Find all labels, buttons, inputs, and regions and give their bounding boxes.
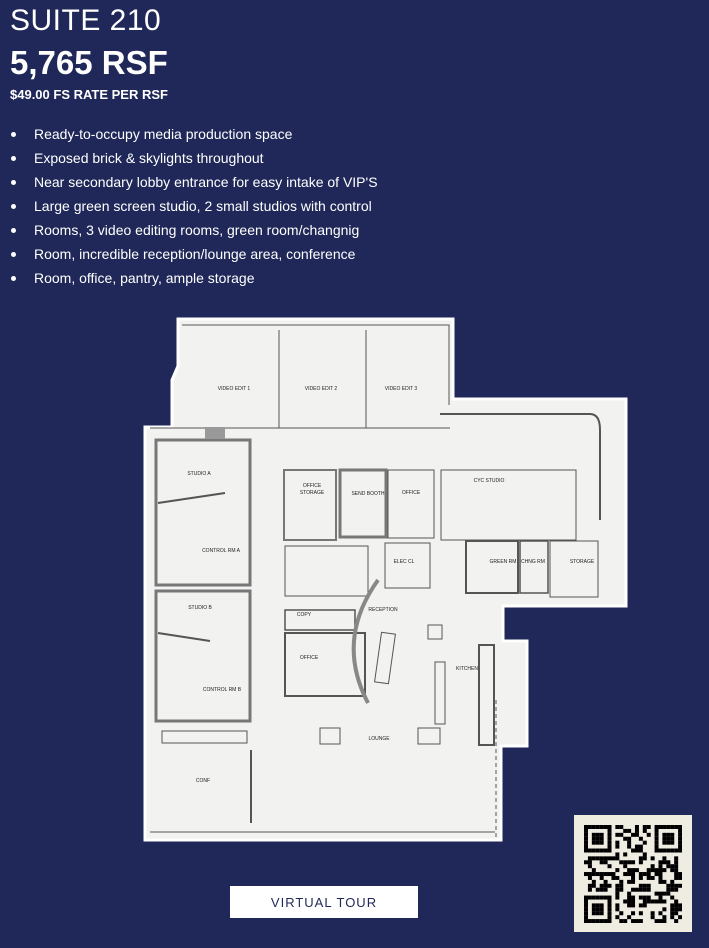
plan-walls: [150, 324, 601, 838]
feature-item: Near secondary lobby entrance for easy i…: [10, 172, 378, 196]
room-labels: VIDEO EDIT 1 VIDEO EDIT 2 VIDEO EDIT 3 S…: [187, 386, 595, 784]
feature-item: Room, office, pantry, ample storage: [10, 268, 378, 292]
room-label: STORAGE: [300, 490, 325, 496]
room-label: CHNG RM: [521, 559, 545, 565]
room-label: OFFICE: [402, 490, 421, 496]
suite-title: SUITE 210: [10, 4, 162, 37]
rate-text: $49.00 FS RATE PER RSF: [10, 87, 168, 102]
room-label: CONTROL RM A: [202, 548, 241, 554]
room-label: COPY: [297, 612, 312, 618]
room-label: STORAGE: [570, 559, 595, 565]
room-label: RECEPTION: [368, 607, 398, 613]
room-label: OFFICE: [300, 655, 319, 661]
suite-size: 5,765 RSF: [10, 44, 168, 81]
feature-list: Ready-to-occupy media production space E…: [10, 124, 378, 292]
room-label: CONF: [196, 778, 210, 784]
room-label: GREEN RM: [490, 559, 517, 565]
room-label: STUDIO B: [188, 605, 212, 611]
room-label: ELEC CL: [394, 559, 415, 565]
feature-item: Ready-to-occupy media production space: [10, 124, 378, 148]
room-label: KITCHEN: [456, 666, 478, 672]
feature-item: Rooms, 3 video editing rooms, green room…: [10, 220, 378, 244]
room-label: OFFICE: [303, 483, 322, 489]
column: [205, 427, 225, 439]
feature-item: Room, incredible reception/lounge area, …: [10, 244, 378, 268]
qr-code-graphic: [584, 825, 682, 923]
room-label: VIDEO EDIT 2: [305, 386, 338, 392]
room-label: CONTROL RM B: [203, 687, 242, 693]
virtual-tour-button[interactable]: VIRTUAL TOUR: [230, 886, 418, 918]
room-label: STUDIO A: [187, 471, 211, 477]
qr-code-icon[interactable]: [574, 815, 692, 932]
room-label: CYC STUDIO: [474, 478, 505, 484]
feature-item: Exposed brick & skylights throughout: [10, 148, 378, 172]
room-label: VIDEO EDIT 3: [385, 386, 418, 392]
feature-item: Large green screen studio, 2 small studi…: [10, 196, 378, 220]
room-label: LOUNGE: [368, 736, 390, 742]
room-label: VIDEO EDIT 1: [218, 386, 251, 392]
room-label: SEND BOOTH: [351, 491, 384, 497]
